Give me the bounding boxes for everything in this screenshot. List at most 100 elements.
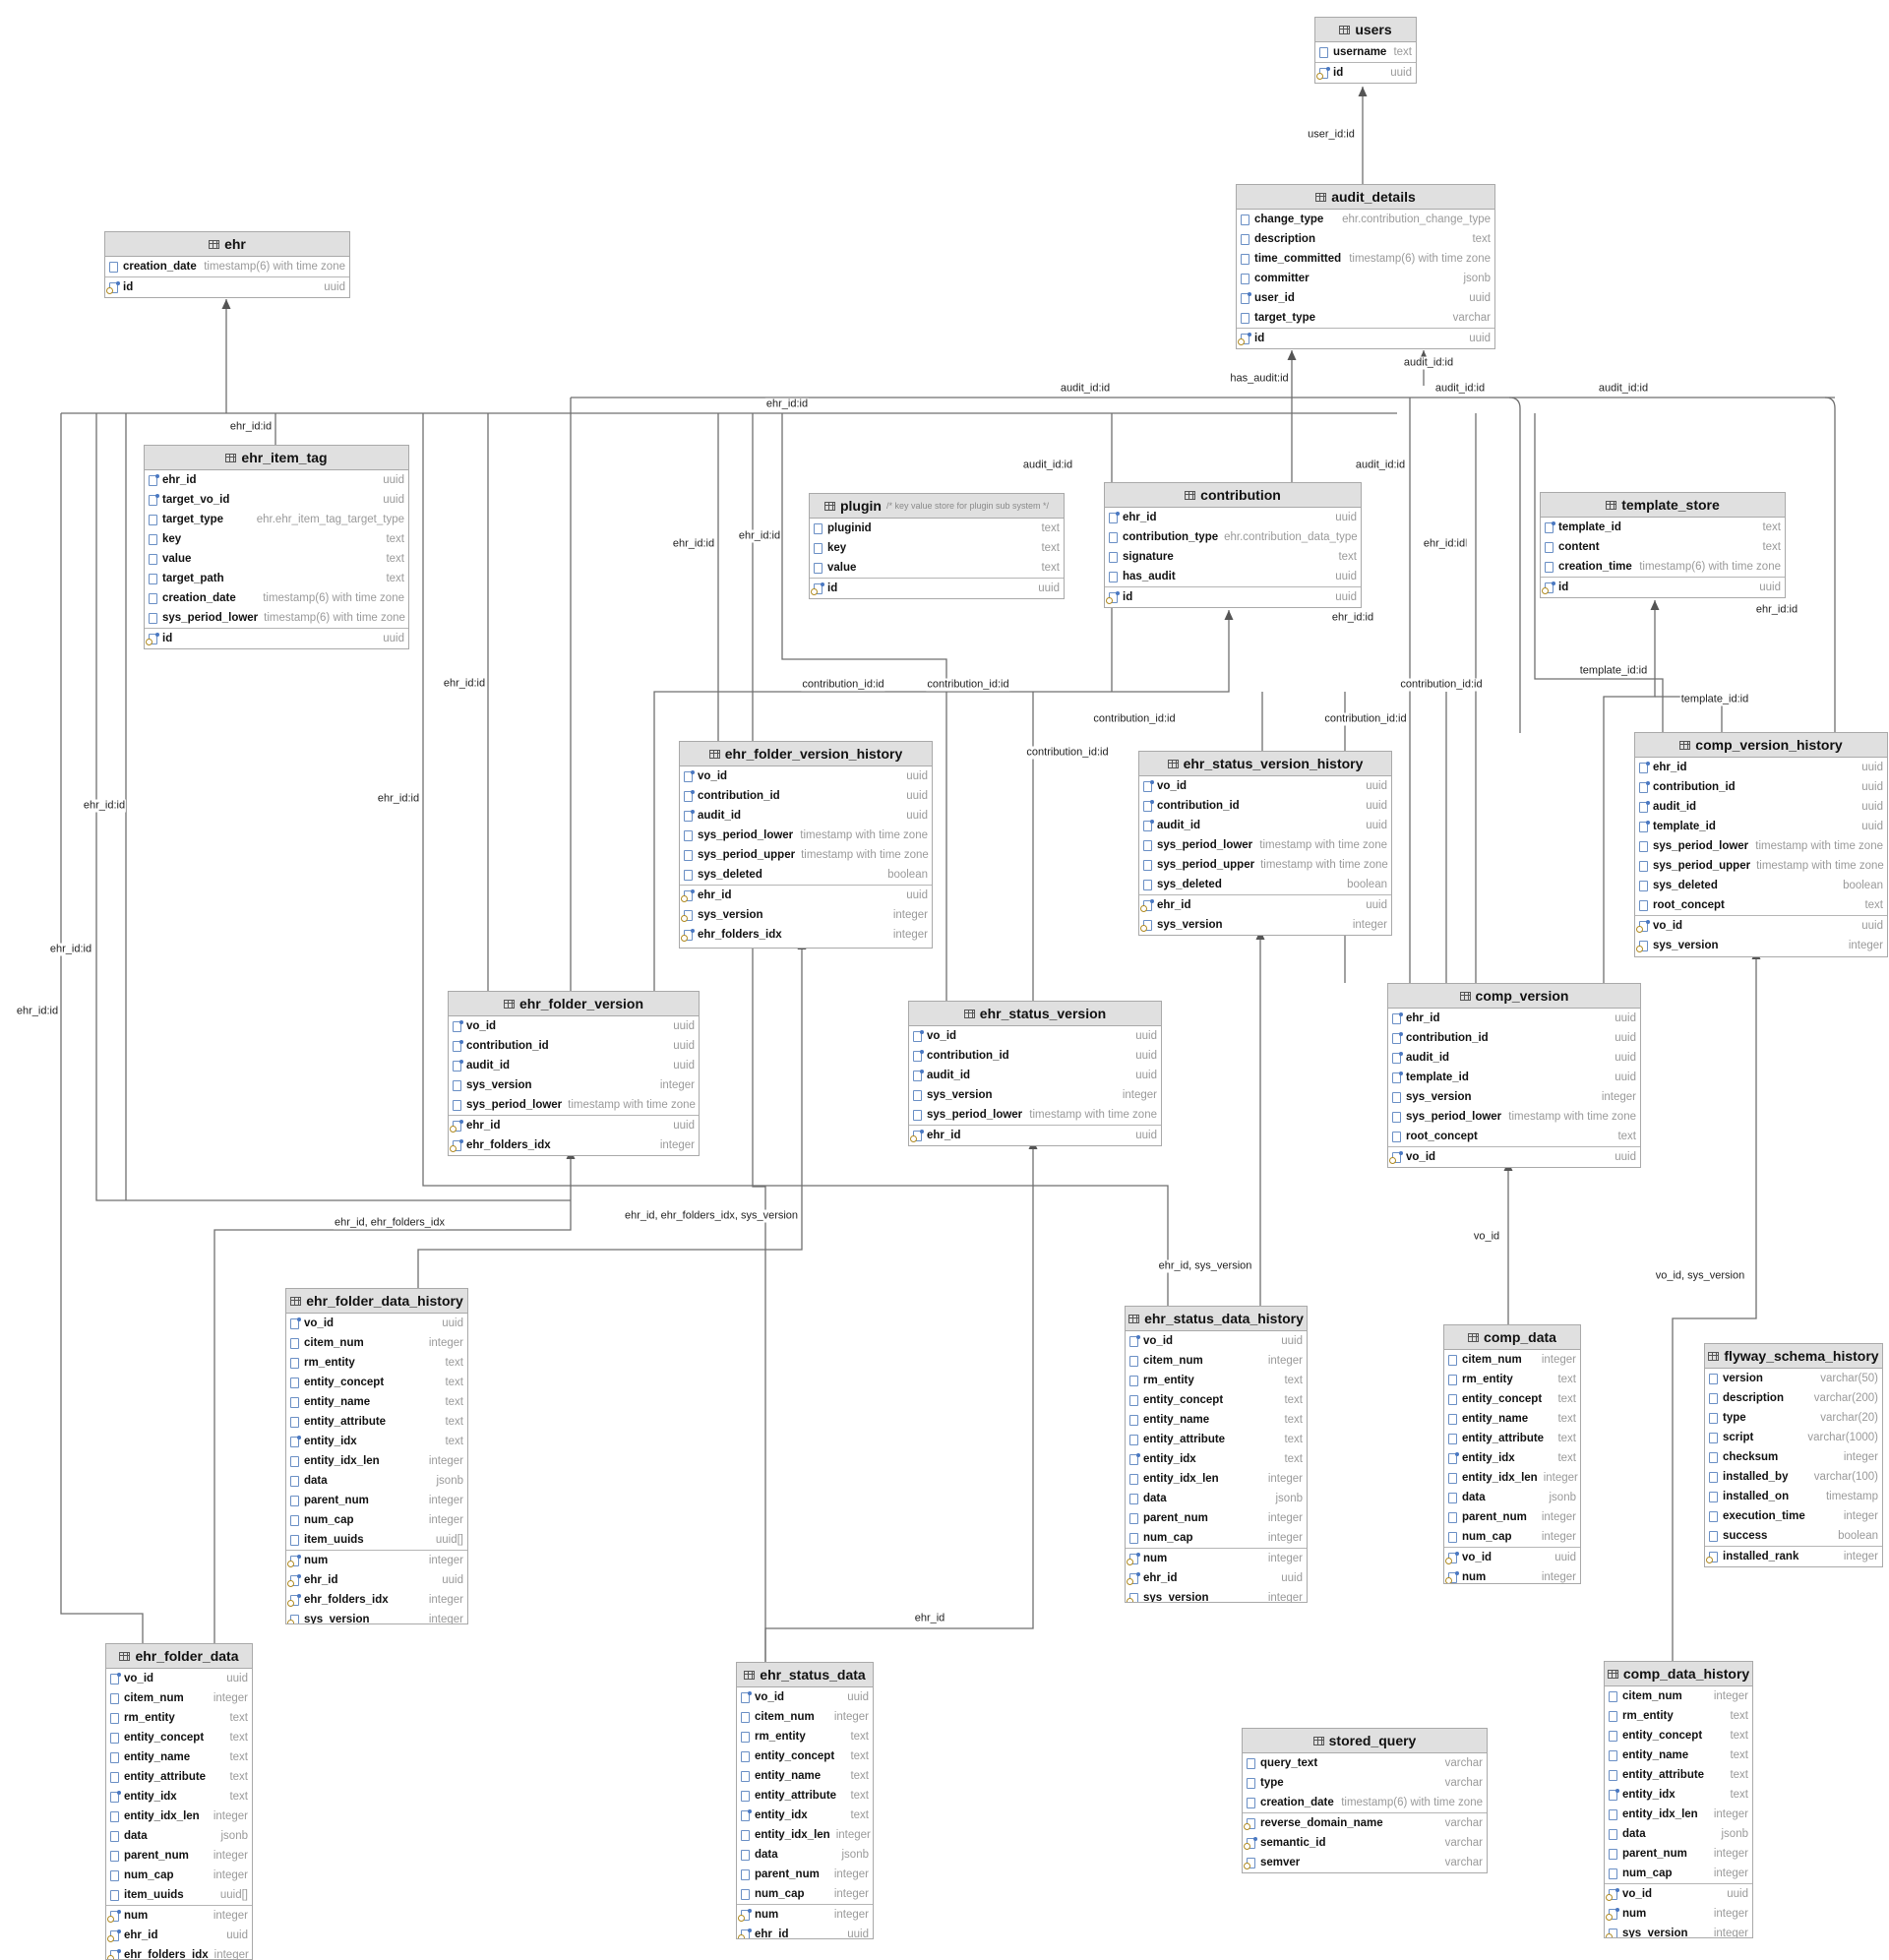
table-header[interactable]: ehr_folder_version_history bbox=[680, 742, 932, 766]
table-header[interactable]: plugin/* key value store for plugin sub … bbox=[810, 494, 1064, 519]
table-header[interactable]: audit_details bbox=[1237, 185, 1494, 210]
table-header[interactable]: stored_query bbox=[1243, 1729, 1487, 1753]
table-header[interactable]: contribution bbox=[1105, 483, 1361, 508]
table-header[interactable]: ehr bbox=[105, 232, 349, 257]
table-header[interactable]: flyway_schema_history bbox=[1705, 1344, 1882, 1369]
table-header[interactable]: comp_version_history bbox=[1635, 733, 1887, 758]
table-header[interactable]: template_store bbox=[1541, 493, 1785, 518]
table-header[interactable]: ehr_status_version_history bbox=[1139, 752, 1391, 776]
table-header[interactable]: ehr_item_tag bbox=[145, 446, 408, 470]
